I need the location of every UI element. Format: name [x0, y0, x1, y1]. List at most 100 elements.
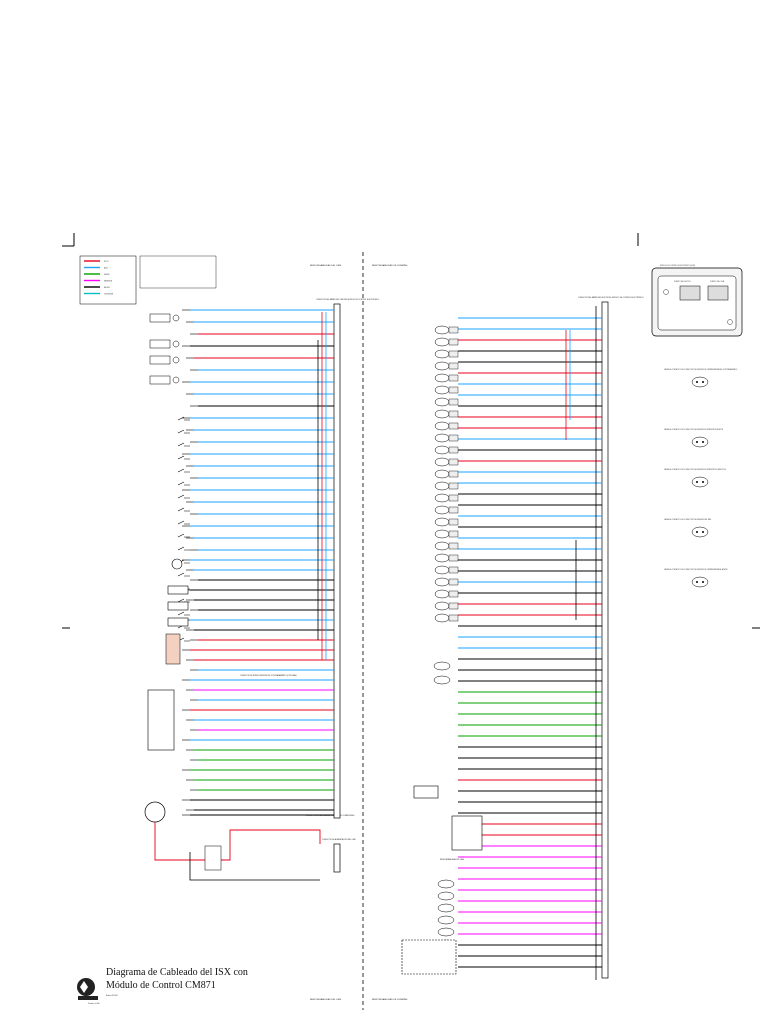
switch-symbol	[177, 533, 190, 538]
engine-sensor	[434, 445, 450, 455]
ecm-module-panel: MÓDULO DE CONTROL ELECTRÓNICO (ECM) PUER…	[651, 264, 743, 337]
engine-sensor-plug	[448, 614, 459, 622]
sensor-plug	[149, 355, 171, 365]
legend-label: NEGRO	[104, 287, 111, 289]
title-block: Diagrama de Cableado del ISX con Módulo …	[77, 967, 248, 1005]
footer-responsibility-cummins: RESPONSABILIDAD DE CUMMINS	[372, 998, 408, 1001]
engine-sensor	[434, 373, 450, 383]
power-wire	[154, 822, 321, 861]
aftertreatment-plug	[147, 689, 175, 751]
legend-label: VERDE	[104, 274, 110, 276]
printed-note: Printed in U.S.A.	[88, 1002, 100, 1005]
sensor-body	[172, 376, 180, 384]
crop-marks	[62, 233, 760, 629]
sensor-body	[172, 314, 180, 322]
engine-sensor	[433, 661, 451, 671]
sensor-face	[691, 436, 709, 448]
interconnect-label: CONECTOR DE INTERCONEXIÓN DEL POSTRATAMI…	[240, 674, 297, 677]
engine-sensor	[434, 421, 450, 431]
key-switch-symbol	[144, 801, 166, 823]
engine-connector-bar	[601, 301, 609, 979]
engine-sensor-plug	[448, 350, 459, 358]
injector-symbol	[437, 927, 455, 937]
engine-sensor	[434, 457, 450, 467]
pin	[696, 581, 698, 583]
engine-sensor-plug	[448, 554, 459, 562]
oem-connector-label: CONECTOR DEL ARNÉS DEL OEM DEL MÓDULO DE…	[316, 298, 380, 301]
power-connector-label: CONECTOR DE ALIMENTACIÓN DEL OEM	[322, 838, 356, 841]
header-responsibility-cummins: RESPONSABILIDAD DE CUMMINS	[372, 264, 408, 267]
switch-symbol	[177, 416, 190, 421]
engine-sensor-plug	[448, 338, 459, 346]
pin	[696, 381, 698, 383]
pin	[702, 481, 704, 483]
engine-sensor	[434, 325, 450, 335]
sensor-face	[691, 576, 709, 588]
engine-sensor-plug	[448, 446, 459, 454]
engine-port-label: PUERTO DEL MOTOR	[674, 281, 691, 283]
engine-sensor	[434, 397, 450, 407]
engine-sensor	[433, 675, 451, 685]
switch-symbol	[177, 494, 190, 499]
pin	[696, 531, 698, 533]
engine-sensor	[434, 589, 450, 599]
components	[144, 313, 483, 975]
engine-sensor	[434, 553, 450, 563]
engine-sensor	[434, 469, 450, 479]
title-line-2: Módulo de Control CM871	[106, 980, 216, 991]
engine-sensor	[434, 385, 450, 395]
actuator-symbol	[413, 785, 439, 799]
sensor-face	[691, 526, 709, 538]
engine-sensor	[434, 505, 450, 515]
engine-sensor-plug	[448, 410, 459, 418]
sensor-body	[172, 356, 180, 364]
engine-sensor-plug	[448, 422, 459, 430]
relay-box	[167, 585, 189, 595]
cummins-logo	[77, 978, 98, 1000]
oem-port-label: PUERTO DEL OEM	[710, 281, 725, 283]
injector-symbol	[437, 891, 455, 901]
interconnect-plug	[165, 633, 181, 665]
engine-sensor-plug	[448, 602, 459, 610]
engine-sensor	[434, 613, 450, 623]
engine-sensor	[434, 337, 450, 347]
switch-symbol	[177, 598, 190, 603]
engine-sensor-plug	[448, 470, 459, 478]
sensor-face-note: CARA DE CONTACTO DEL CONECTOR DEL SENSOR…	[664, 468, 726, 471]
sensor-plug	[149, 339, 171, 349]
switch-symbol	[177, 546, 190, 551]
power-connector-bar	[333, 843, 341, 873]
engine-sensor-plug	[448, 494, 459, 502]
sensor-plug	[149, 375, 171, 385]
switch-symbol	[177, 468, 190, 473]
engine-sensor	[434, 433, 450, 443]
engine-sensor-plug	[448, 506, 459, 514]
battery-symbol	[204, 845, 222, 871]
engine-sensor-plug	[448, 518, 459, 526]
sensor-face-note: CARA DE CONTACTO DEL CONECTOR DEL SENSOR…	[664, 428, 723, 431]
sensor-face-note: CARA DE CONTACTO DEL CONECTOR DEL SENSOR…	[664, 368, 738, 371]
switch-symbol	[177, 572, 190, 577]
pin	[696, 481, 698, 483]
pin	[702, 441, 704, 443]
title-line-1: Diagrama de Cableado del ISX con	[106, 967, 248, 978]
bulletin-number: Boletín 4021602	[106, 994, 118, 997]
injector-symbol	[437, 879, 455, 889]
switch-symbol	[177, 429, 190, 434]
switch-symbol	[177, 481, 190, 486]
engine-sensor	[434, 517, 450, 527]
injector-symbol	[437, 903, 455, 913]
engine-sensor	[434, 349, 450, 359]
pin	[696, 441, 698, 443]
legend-label: TURQUESA	[104, 292, 114, 295]
gauge-symbol	[171, 558, 183, 570]
switch-symbol	[177, 442, 190, 447]
engine-connector-label: CONECTOR DEL ARNÉS DEL MOTOR DEL MÓDULO …	[578, 296, 644, 299]
header-responsibility-oem: RESPONSABILIDAD DEL OEM	[310, 264, 341, 267]
right-wire-harness	[458, 306, 602, 980]
relay-box	[167, 617, 189, 627]
engine-sensor	[434, 601, 450, 611]
engine-sensor	[434, 529, 450, 539]
ecm-panel-title: MÓDULO DE CONTROL ELECTRÓNICO (ECM)	[660, 264, 695, 267]
